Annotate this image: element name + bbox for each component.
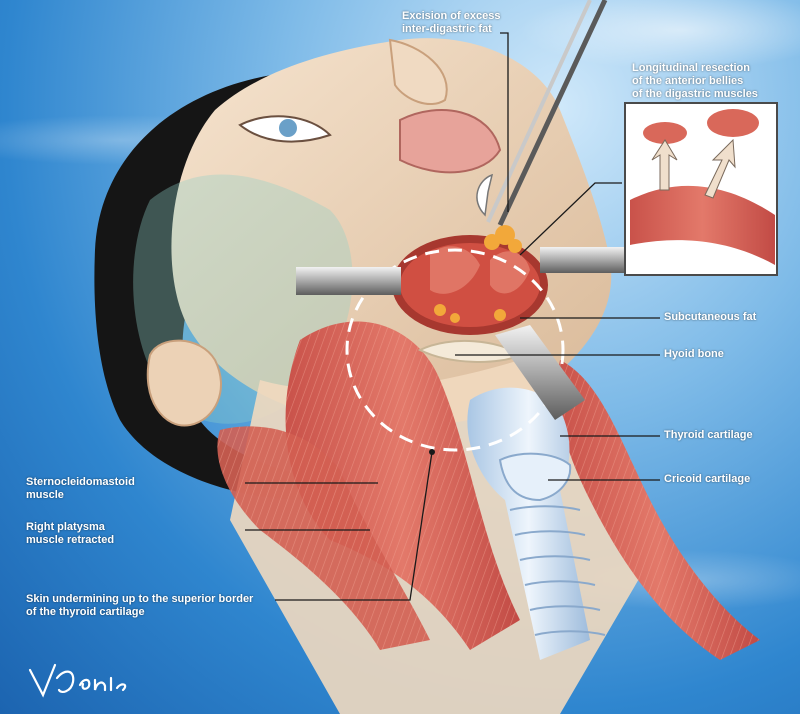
inset-arrow bbox=[704, 138, 736, 199]
label-sternocleidomastoid: Sternocleidomastoid muscle bbox=[26, 476, 135, 502]
label-line: Excision of excess bbox=[402, 10, 501, 22]
retractor-lower bbox=[495, 325, 585, 420]
nose bbox=[388, 38, 448, 105]
label-line: Right platysma bbox=[26, 521, 105, 533]
forceps-arm bbox=[486, 0, 592, 223]
retraction-arrow bbox=[476, 173, 494, 217]
platysma-fibers bbox=[285, 321, 520, 650]
label-subcutaneous-fat: Subcutaneous fat bbox=[664, 311, 757, 323]
cricoid-cartilage bbox=[498, 452, 572, 502]
inter-digastric-fat bbox=[434, 225, 522, 323]
inset-resected-piece bbox=[707, 109, 759, 137]
label-line: Skin undermining up to the superior bord… bbox=[26, 593, 254, 605]
lips bbox=[399, 109, 502, 174]
tracheal-rings bbox=[509, 505, 606, 636]
label-line: muscle bbox=[26, 489, 64, 501]
iris bbox=[279, 119, 297, 137]
label-hyoid-bone: Hyoid bone bbox=[664, 348, 724, 360]
ear bbox=[146, 339, 222, 427]
larynx-trachea bbox=[467, 387, 590, 660]
label-skin-undermining: Skin undermining up to the superior bord… bbox=[26, 593, 253, 619]
label-excision-fat: Excision of excess inter-digastric fat bbox=[402, 10, 500, 36]
leader-dot bbox=[429, 449, 435, 455]
retractor-right bbox=[540, 247, 640, 273]
label-line: Sternocleidomastoid bbox=[26, 476, 135, 488]
label-line: of the anterior bellies bbox=[632, 75, 744, 87]
inset-resected-piece bbox=[643, 122, 687, 144]
label-line: of the digastric muscles bbox=[632, 88, 758, 100]
label-thyroid-cartilage: Thyroid cartilage bbox=[664, 429, 753, 441]
label-cricoid-cartilage: Cricoid cartilage bbox=[664, 473, 751, 485]
sky-highlight bbox=[520, 0, 800, 70]
label-line: muscle retracted bbox=[26, 534, 115, 546]
label-platysma: Right platysma muscle retracted bbox=[26, 521, 114, 547]
left-muscle-fibers bbox=[557, 360, 760, 660]
artist-signature bbox=[28, 663, 127, 698]
label-line: Longitudinal resection bbox=[632, 62, 750, 74]
label-line: inter-digastric fat bbox=[402, 23, 492, 35]
digastric-belly-right bbox=[430, 246, 480, 294]
inset-muscle bbox=[630, 185, 775, 265]
retractor-left bbox=[296, 267, 401, 295]
label-resection: Longitudinal resection of the anterior b… bbox=[632, 62, 758, 101]
undermining-outline bbox=[345, 248, 565, 452]
sternocleidomastoid-fibers bbox=[217, 426, 430, 650]
label-line: of the thyroid cartilage bbox=[26, 606, 145, 618]
digastric-belly-left bbox=[490, 251, 530, 294]
forceps-arm bbox=[497, 0, 608, 227]
inset-arrow bbox=[651, 139, 678, 191]
leader-lines bbox=[245, 32, 660, 601]
